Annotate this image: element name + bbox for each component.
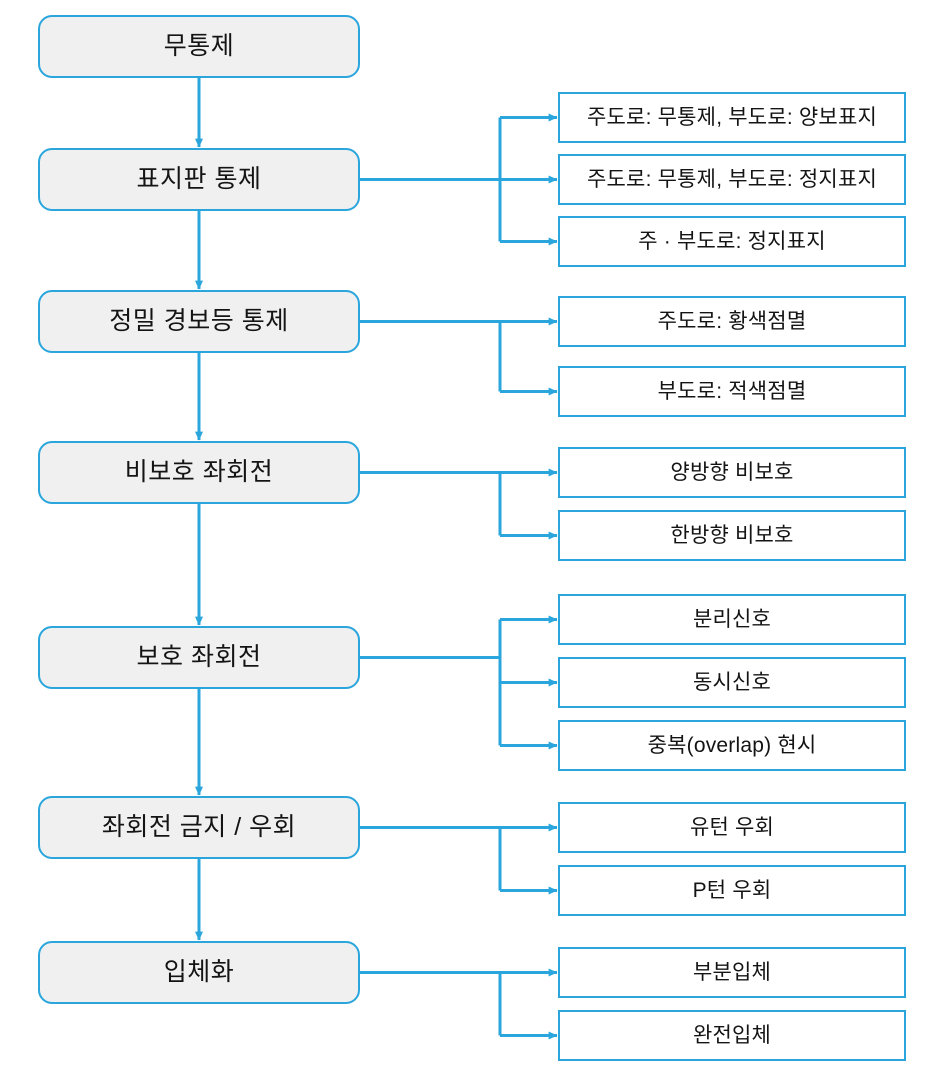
leaf-node-6-1-label: 유턴 우회 [689,815,775,839]
leaf-node-2-1[interactable]: 주도로: 무통제, 부도로: 양보표지 [558,92,906,143]
stage-node-6[interactable]: 좌회전 금지 / 우회 [38,796,360,859]
leaf-node-3-2[interactable]: 부도로: 적색점멸 [558,366,906,417]
stage-node-1-label: 무통제 [163,31,235,60]
stage-node-4[interactable]: 비보호 좌회전 [38,441,360,504]
leaf-node-7-1[interactable]: 부분입체 [558,947,906,998]
leaf-node-2-2[interactable]: 주도로: 무통제, 부도로: 정지표지 [558,154,906,205]
leaf-node-3-1[interactable]: 주도로: 황색점멸 [558,296,906,347]
stage-node-1[interactable]: 무통제 [38,15,360,78]
leaf-node-5-1-label: 분리신호 [692,607,772,631]
stage-node-7[interactable]: 입체화 [38,941,360,1004]
stage-node-6-label: 좌회전 금지 / 우회 [101,812,297,841]
stage-node-3[interactable]: 정밀 경보등 통제 [38,290,360,353]
leaf-node-3-2-label: 부도로: 적색점멸 [657,379,807,403]
leaf-node-5-1[interactable]: 분리신호 [558,594,906,645]
stage-node-5-label: 보호 좌회전 [136,642,262,671]
leaf-node-5-3[interactable]: 중복(overlap) 현시 [558,720,906,771]
leaf-node-3-1-label: 주도로: 황색점멸 [657,309,807,333]
leaf-node-4-1-label: 양방향 비보호 [670,460,794,484]
leaf-node-7-1-label: 부분입체 [692,960,772,984]
leaf-node-7-2-label: 완전입체 [692,1023,772,1047]
stage-node-7-label: 입체화 [163,957,235,986]
stage-node-2-label: 표지판 통제 [136,164,262,193]
stage-node-2[interactable]: 표지판 통제 [38,148,360,211]
leaf-node-4-2[interactable]: 한방향 비보호 [558,510,906,561]
leaf-node-4-2-label: 한방향 비보호 [670,523,794,547]
leaf-node-6-2-label: P턴 우회 [692,878,772,902]
leaf-node-4-1[interactable]: 양방향 비보호 [558,447,906,498]
stage-node-5[interactable]: 보호 좌회전 [38,626,360,689]
leaf-node-2-1-label: 주도로: 무통제, 부도로: 양보표지 [587,105,877,129]
leaf-node-5-2-label: 동시신호 [692,670,772,694]
leaf-node-6-1[interactable]: 유턴 우회 [558,802,906,853]
leaf-node-6-2[interactable]: P턴 우회 [558,865,906,916]
stage-node-3-label: 정밀 경보등 통제 [109,306,289,335]
stage-node-4-label: 비보호 좌회전 [124,457,274,486]
leaf-node-5-2[interactable]: 동시신호 [558,657,906,708]
leaf-node-2-3-label: 주 · 부도로: 정지표지 [638,229,826,253]
leaf-node-2-2-label: 주도로: 무통제, 부도로: 정지표지 [587,167,877,191]
leaf-node-2-3[interactable]: 주 · 부도로: 정지표지 [558,216,906,267]
leaf-node-7-2[interactable]: 완전입체 [558,1010,906,1061]
leaf-node-5-3-label: 중복(overlap) 현시 [647,733,817,757]
